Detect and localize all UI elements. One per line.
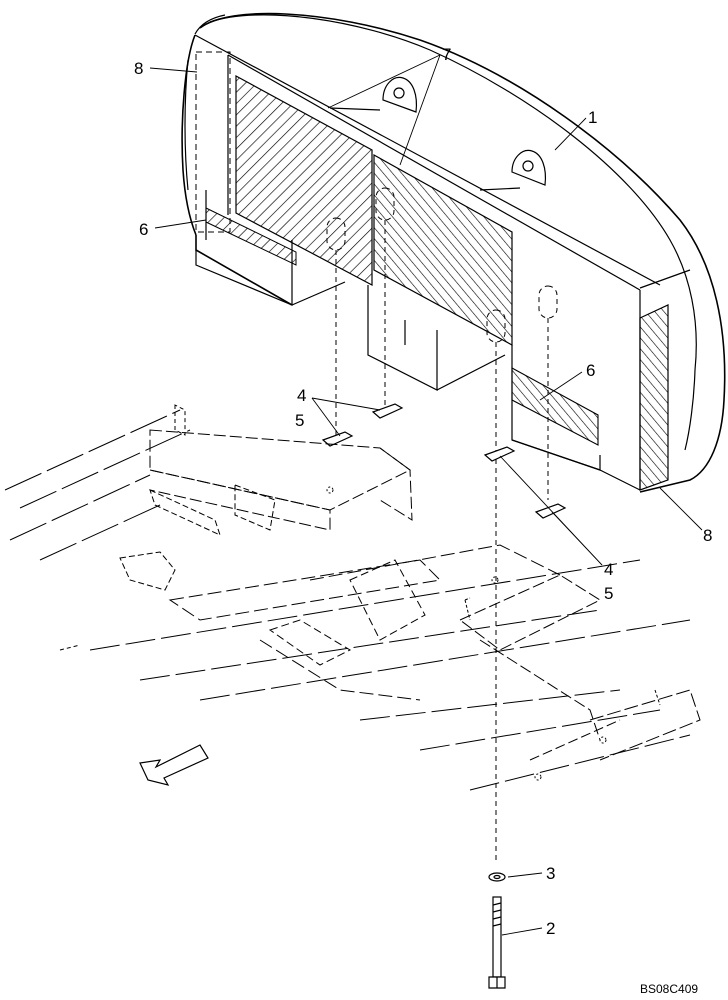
callout-3: 3 [546, 864, 555, 883]
lifting-eye-right [511, 149, 547, 186]
shim-group [321, 403, 567, 519]
callout-6-left: 6 [139, 220, 148, 239]
callout-8-right: 8 [703, 526, 712, 545]
callout-1: 1 [588, 108, 597, 127]
callout-5-left: 5 [295, 411, 304, 430]
callout-4-left: 4 [297, 386, 306, 405]
plate-7-left [235, 74, 373, 286]
pad-8-right [639, 304, 669, 491]
callout-7: 7 [442, 45, 451, 64]
lifting-eye-left [382, 76, 418, 113]
callout-4-right: 4 [604, 560, 613, 579]
callout-5-right: 5 [604, 584, 613, 603]
figure-code: BS08C409 [640, 982, 698, 996]
callout-8-left: 8 [134, 59, 143, 78]
callout-6-right: 6 [586, 361, 595, 380]
upper-frame [4, 404, 701, 791]
plate-6-right [511, 367, 599, 446]
washer [488, 872, 506, 882]
counterweight [181, 12, 726, 493]
shim-d [534, 503, 567, 519]
leader-lines [149, 54, 703, 936]
forward-direction-arrow-icon [139, 744, 209, 786]
shim-c [483, 446, 516, 462]
pad-8-left [195, 51, 231, 233]
plate-7-right [373, 153, 513, 347]
shim-b [371, 403, 404, 419]
bolt-axis-lines [335, 220, 549, 860]
bolt [488, 896, 506, 989]
callout-2: 2 [546, 919, 555, 938]
